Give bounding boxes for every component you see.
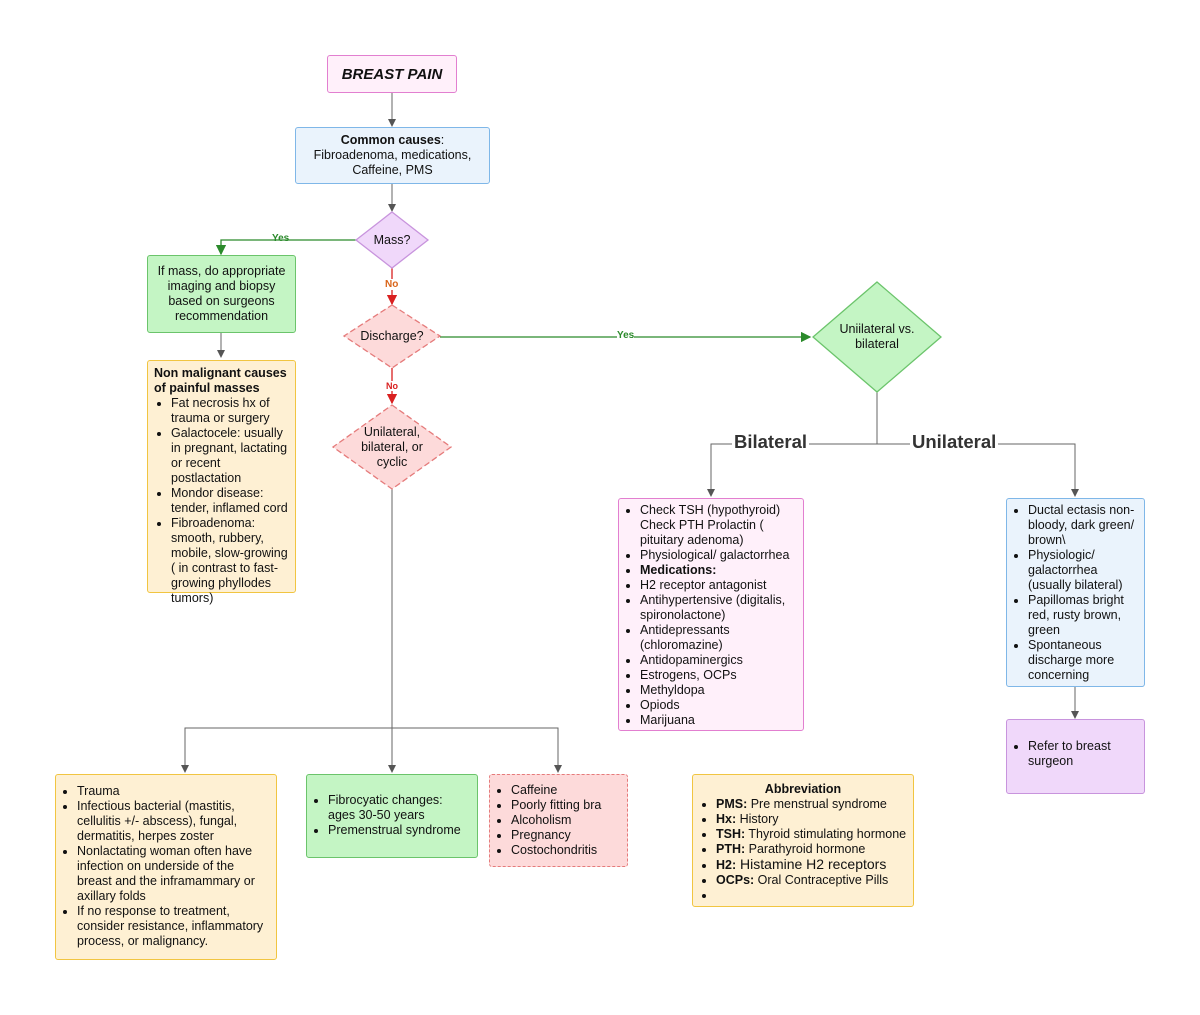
list-item: Nonlactating woman often have infection … — [77, 844, 272, 904]
list-item: Galactocele: usually in pregnant, lactat… — [171, 426, 289, 486]
non-malignant-heading: Non malignant causes of painful masses — [154, 366, 287, 395]
list-item: Physiologic/ galactorrhea (usually bilat… — [1028, 548, 1140, 593]
list-item: Papillomas bright red, rusty brown, gree… — [1028, 593, 1140, 638]
mass-action-box: If mass, do appropriate imaging and biop… — [147, 255, 296, 333]
mass-diamond — [354, 211, 430, 269]
non-malignant-box: Non malignant causes of painful masses F… — [147, 360, 296, 605]
abbreviation-box: Abbreviation PMS: Pre menstrual syndrome… — [692, 774, 914, 907]
list-item: Spontaneous discharge more concerning — [1028, 638, 1140, 683]
common-causes-box: Common causes: Fibroadenoma, medications… — [295, 127, 490, 184]
abbr-item: Hx: History — [716, 812, 907, 827]
list-item: Alcoholism — [511, 813, 623, 828]
list-item: Marijuana — [640, 713, 799, 728]
abbr-item: OCPs: Oral Contraceptive Pills — [716, 873, 907, 888]
abbreviation-heading: Abbreviation — [764, 782, 842, 796]
cyclic-diamond — [331, 404, 453, 490]
list-item: Pregnancy — [511, 828, 623, 843]
list-item: Mondor disease: tender, inflamed cord — [171, 486, 289, 516]
discharge-yes-label: Yes — [617, 330, 635, 341]
discharge-no-label: No — [386, 381, 398, 391]
unilateral-vs-bilateral-question: Uniilateral vs. bilateral — [839, 322, 915, 351]
list-item: Methyldopa — [640, 683, 799, 698]
unilateral-label: Unilateral — [910, 431, 999, 453]
list-item: Fat necrosis hx of trauma or surgery — [171, 396, 289, 426]
common-causes-text: Fibroadenoma, medications, Caffeine, PMS — [313, 148, 472, 177]
caffeine-box: Caffeine Poorly fitting bra Alcoholism P… — [489, 774, 628, 867]
list-item: Fibrocyatic changes: ages 30-50 years — [328, 793, 473, 823]
title-box: BREAST PAIN — [327, 55, 457, 93]
infectious-box: Trauma Infectious bacterial (mastitis, c… — [55, 774, 277, 960]
fibrocystic-box: Fibrocyatic changes: ages 30-50 years Pr… — [306, 774, 478, 858]
unilateral-box: Ductal ectasis non-bloody, dark green/ b… — [1006, 498, 1145, 687]
list-item: Trauma — [77, 784, 272, 799]
abbr-item: PTH: Parathyroid hormone — [716, 842, 907, 857]
list-item: Infectious bacterial (mastitis, cellulit… — [77, 799, 272, 844]
list-item: If no response to treatment, consider re… — [77, 904, 272, 949]
mass-question: Mass? — [373, 232, 411, 247]
refer-box: Refer to breast surgeon — [1006, 719, 1145, 794]
unilateral-vs-bilateral-diamond — [812, 281, 942, 393]
cyclic-question: Unilateral, bilateral, or cyclic — [361, 424, 423, 469]
list-item: Costochondritis — [511, 843, 623, 858]
list-item: Premenstrual syndrome — [328, 823, 473, 838]
bilateral-label: Bilateral — [732, 431, 810, 453]
page-title: BREAST PAIN — [341, 65, 443, 83]
common-causes-heading: Common causes — [340, 133, 441, 147]
bilateral-box: Check TSH (hypothyroid) Check PTH Prolac… — [618, 498, 804, 731]
list-item: Medications: — [640, 563, 799, 578]
list-item: Caffeine — [511, 783, 623, 798]
list-item: Antihypertensive (digitalis, spironolact… — [640, 593, 799, 623]
list-item: Ductal ectasis non-bloody, dark green/ b… — [1028, 503, 1140, 548]
list-item: Physiological/ galactorrhea — [640, 548, 799, 563]
abbr-item: PMS: Pre menstrual syndrome — [716, 797, 907, 812]
list-item: Antidopaminergics — [640, 653, 799, 668]
list-item: Opiods — [640, 698, 799, 713]
mass-action-text: If mass, do appropriate imaging and biop… — [157, 264, 286, 323]
discharge-diamond — [342, 304, 442, 369]
abbr-item: H2: Histamine H2 receptors — [716, 857, 907, 873]
discharge-question: Discharge? — [360, 328, 424, 343]
list-item: Check TSH (hypothyroid) Check PTH Prolac… — [640, 503, 799, 548]
abbr-item: TSH: Thyroid stimulating hormone — [716, 827, 907, 842]
list-item: Estrogens, OCPs — [640, 668, 799, 683]
list-item: Antidepressants (chloromazine) — [640, 623, 799, 653]
abbr-item — [716, 888, 907, 903]
mass-no-label: No — [385, 279, 399, 290]
list-item: Poorly fitting bra — [511, 798, 623, 813]
list-item: Fibroadenoma: smooth, rubbery, mobile, s… — [171, 516, 289, 606]
mass-yes-label: Yes — [272, 233, 290, 244]
list-item: Refer to breast surgeon — [1028, 739, 1140, 769]
list-item: H2 receptor antagonist — [640, 578, 799, 593]
